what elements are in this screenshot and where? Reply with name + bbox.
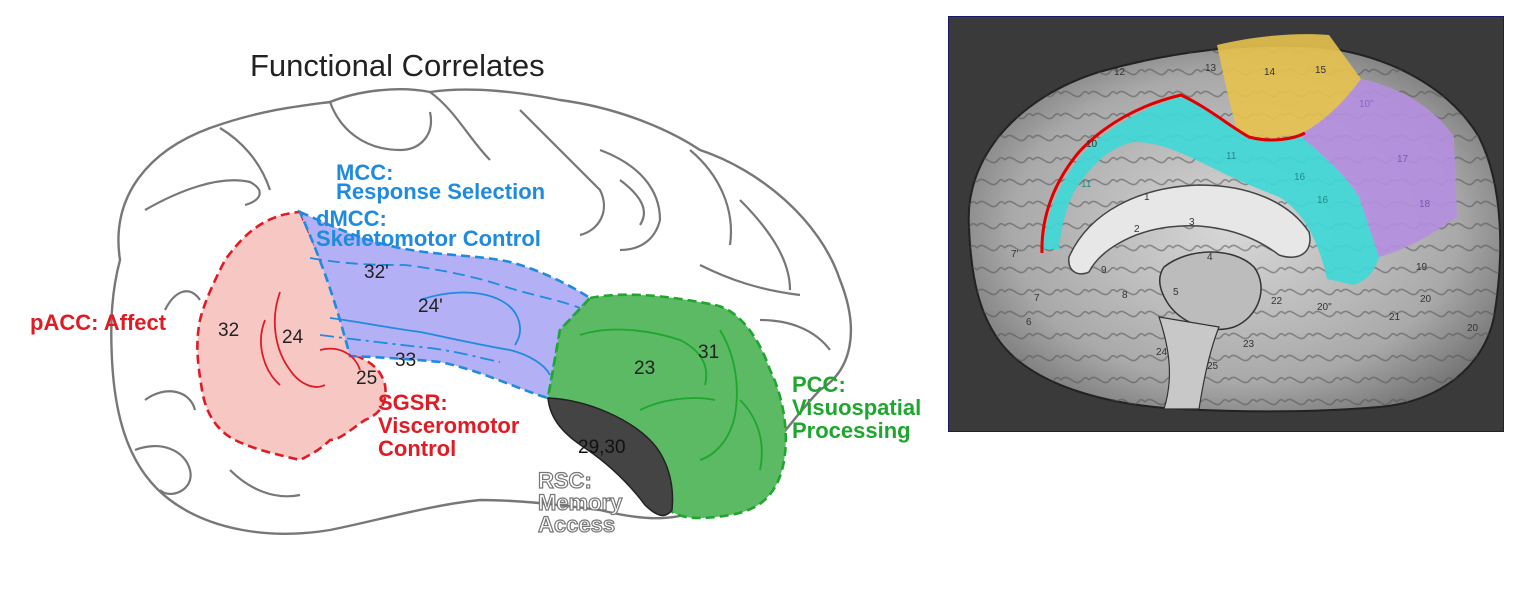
photo-label-23: 23 (1243, 339, 1255, 350)
dmcc-sublabel: Skeletomotor Control (316, 226, 541, 251)
area-24: 24 (282, 327, 304, 348)
photo-label-20dd: 20" (1317, 302, 1332, 313)
sgsr-label: SGSR: (378, 390, 448, 415)
area-24-prime: 24' (418, 296, 443, 317)
area-32-prime: 32' (364, 262, 389, 283)
pacc-label: pACC: Affect (30, 310, 167, 335)
photo-label-8: 8 (1122, 290, 1128, 301)
photo-label-4: 4 (1207, 252, 1213, 263)
functional-correlates-diagram: Functional Correlates (30, 48, 921, 538)
photo-label-24: 24 (1156, 347, 1168, 358)
photo-label-20a: 20 (1420, 294, 1432, 305)
pcc-label: PCC: (792, 372, 846, 397)
rsc-sublabel-2: Access (538, 512, 615, 537)
photo-label-16a: 16 (1294, 172, 1306, 183)
photo-cyan-area (1044, 97, 1379, 285)
photo-label-13: 13 (1205, 63, 1217, 74)
photo-label-11a: 11 (1081, 179, 1092, 190)
photo-violet-area (1299, 79, 1457, 257)
photo-label-12: 12 (1114, 67, 1126, 78)
mcc-label: MCC: (336, 160, 393, 185)
photo-label-10dd: 10" (1359, 99, 1374, 110)
photo-label-14: 14 (1264, 67, 1276, 78)
photo-label-18: 18 (1419, 199, 1431, 210)
mcc-contours (309, 257, 581, 376)
photo-label-1: 1 (1144, 192, 1150, 203)
photo-label-9: 9 (1101, 265, 1107, 276)
photo-label-10: 10 (1086, 139, 1098, 150)
pcc-contours (579, 328, 763, 471)
photo-label-11b: 11 (1226, 151, 1237, 162)
photo-label-3: 3 (1189, 217, 1195, 228)
rsc-region (547, 397, 674, 517)
photo-brainstem (1158, 316, 1220, 410)
pacc-contours (260, 291, 361, 388)
photo-corpus-callosum (1068, 184, 1311, 275)
area-29-30: 29,30 (578, 437, 626, 458)
photo-thalamus (1159, 251, 1262, 331)
photo-label-2: 2 (1134, 224, 1140, 235)
pcc-region (546, 293, 788, 520)
brain-sulci (134, 91, 831, 498)
pcc-sublabel-2: Processing (792, 418, 911, 443)
sgsr-sublabel-1: Visceromotor (378, 413, 520, 438)
photo-label-17: 17 (1397, 154, 1409, 165)
area-23: 23 (634, 358, 655, 379)
pcc-sublabel-1: Visuospatial (792, 395, 921, 420)
photo-label-21: 21 (1389, 312, 1401, 323)
rsc-label: RSC: (538, 468, 592, 493)
sgsr-sublabel-2: Control (378, 436, 456, 461)
dmcc-label: dMCC: (316, 206, 387, 231)
photo-label-15: 15 (1315, 65, 1327, 76)
rsc-sublabel-1: Memory (538, 490, 623, 515)
diagram-title: Functional Correlates (250, 48, 545, 83)
area-32: 32 (218, 320, 239, 341)
photo-yellow-area (1217, 34, 1361, 138)
photo-label-22: 22 (1271, 296, 1283, 307)
photo-label-6: 6 (1026, 317, 1032, 328)
area-31: 31 (698, 342, 719, 363)
mcc-sublabel: Response Selection (336, 179, 545, 204)
photo-label-20b: 20 (1467, 323, 1479, 334)
brain-medial-photo: 12 13 14 15 10" 10 11 11 16 17 16 18 1 3… (949, 17, 1503, 431)
brain-outline (110, 88, 853, 535)
photo-label-7p: 7' (1011, 249, 1019, 260)
area-25: 25 (356, 368, 377, 389)
photo-label-16b: 16 (1317, 195, 1329, 206)
photo-label-19: 19 (1416, 262, 1428, 273)
photo-red-border (1040, 93, 1306, 254)
photo-label-5: 5 (1173, 287, 1179, 298)
pacc-region (196, 210, 387, 462)
area-33: 33 (395, 350, 416, 371)
photo-label-25: 25 (1207, 361, 1219, 372)
photo-label-7: 7 (1034, 293, 1040, 304)
